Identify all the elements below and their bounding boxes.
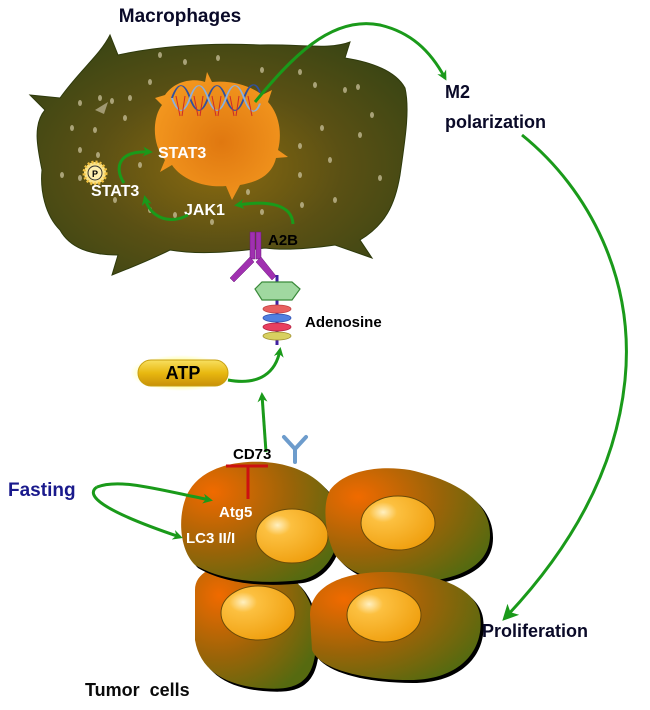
jak1-label: JAK1 [184, 202, 225, 219]
proliferation-label: Proliferation [482, 621, 588, 641]
cd73-receptor [282, 435, 308, 464]
a2b-receptor [229, 231, 277, 283]
a2b-label: A2B [268, 232, 298, 249]
cytoplasm-speckles [60, 52, 382, 225]
m2-label: M2 [445, 82, 470, 102]
arrow-pstat3-to-stat3 [117, 146, 153, 184]
cd73-label: CD73 [233, 446, 271, 463]
phospho-badge [82, 160, 108, 186]
tumor-cell [181, 461, 343, 585]
fasting-label: Fasting [8, 480, 76, 501]
stat3-nucleus-label: STAT3 [158, 145, 206, 162]
lc3-label: LC3 II/I [186, 530, 235, 547]
macrophages-label: Macrophages [119, 6, 241, 27]
tumor-cells [181, 461, 493, 692]
arrow-jak1-to-stat3 [141, 195, 189, 221]
adenosine-molecule [254, 275, 301, 345]
atg5-label: Atg5 [219, 504, 252, 521]
atp-molecule [130, 355, 232, 391]
inhibition-marker [226, 464, 268, 499]
tumor-cell [310, 572, 484, 683]
tumor-cell [325, 468, 493, 586]
phospho-label: P [92, 169, 98, 179]
atp-label: ATP [166, 363, 201, 383]
arrow-cd73-to-atp [257, 392, 268, 453]
adenosine-label: Adenosine [305, 314, 382, 331]
polarization-label: polarization [445, 112, 546, 132]
arrow-fasting-to-lc3 [91, 485, 183, 540]
arrow-atp-to-adenosine [227, 347, 284, 383]
stat3-cytoplasm-label: STAT3 [91, 183, 139, 200]
arrow-a2b-to-jak1 [234, 199, 295, 225]
dna-helix-icon [171, 84, 261, 117]
arrow-dna-to-m2 [253, 22, 447, 103]
tumor-cell [195, 564, 320, 692]
tumor-cells-label: Tumor cells [85, 680, 190, 700]
arrow-fasting-to-atg5 [96, 482, 213, 504]
arrow-m2-to-proliferation [502, 133, 628, 621]
